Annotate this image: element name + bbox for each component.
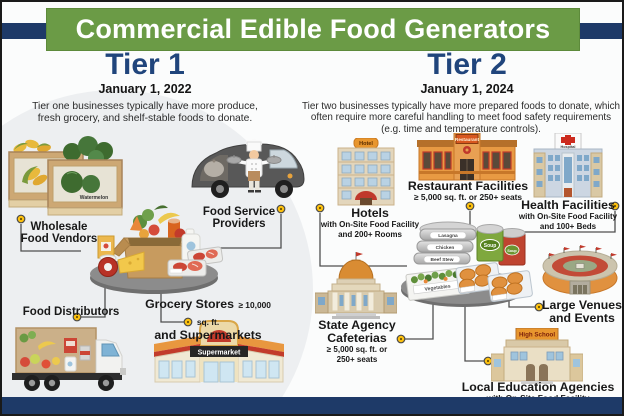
tier2-date: January 1, 2024: [420, 82, 514, 96]
svg-text:Beef Stew: Beef Stew: [431, 257, 454, 263]
svg-text:Watermelon: Watermelon: [80, 195, 108, 201]
stadium-icon: [539, 244, 621, 299]
dot-food-service: [276, 204, 286, 214]
page-title: Commercial Edible Food Generators: [75, 14, 551, 44]
svg-text:Soup: Soup: [507, 249, 517, 253]
svg-text:Lasagna: Lasagna: [438, 233, 458, 239]
stacked-trays: Lasagna Chicken Beef Stew: [413, 221, 477, 265]
label-hotels: Hotels with On-Site Food Facility and 20…: [320, 206, 420, 239]
hospital-building-icon: Hospital: [531, 132, 605, 200]
dot-wholesale: [16, 214, 26, 224]
stadium-flags: [548, 245, 617, 259]
delivery-truck-icon: [8, 322, 130, 394]
tier1-header: Tier 1 January 1, 2022: [20, 48, 270, 97]
label-state-agency-cafeterias: State Agency Cafeterias ≥ 5,000 sq. ft. …: [318, 318, 396, 364]
truck-food-mural: [19, 331, 91, 372]
restaurant-building-icon: Restaurant: [417, 132, 517, 181]
corn-pile: [13, 139, 51, 153]
label-large-venues-events: Large Venues and Events: [542, 298, 622, 326]
connector-health: [512, 211, 616, 233]
connector-grocery: [160, 288, 185, 323]
svg-text:Hotel: Hotel: [359, 141, 373, 147]
label-grocery-stores: Grocery Stores ≥ 10,000 sq. ft. and Supe…: [145, 297, 271, 343]
svg-text:Vegetables: Vegetables: [424, 284, 451, 293]
label-food-distributors: Food Distributors: [22, 306, 120, 318]
tier2-description: Tier two businesses typically have more …: [302, 101, 620, 135]
prepared-food-platform-icon: Lasagna Chicken Beef Stew Soup Soup: [399, 217, 536, 311]
svg-text:Supermarket: Supermarket: [198, 350, 241, 357]
school-building-icon: High School: [490, 327, 584, 386]
label-food-service-providers: Food Service Providers: [202, 206, 276, 231]
produce-in-box: [130, 205, 186, 240]
svg-text:High School: High School: [519, 332, 555, 339]
label-health-facilities: Health Facilities with On-Site Food Faci…: [518, 198, 618, 231]
grocery-box-platform-icon: [88, 194, 224, 296]
capitol-building-icon: [314, 251, 398, 320]
svg-text:Soup: Soup: [484, 243, 497, 249]
soup-cans: Soup Soup: [476, 224, 526, 266]
dot-health: [610, 201, 620, 211]
tier2-header: Tier 2 January 1, 2024: [342, 48, 592, 97]
dot-venues: [534, 302, 544, 312]
tier1-title: Tier 1: [105, 48, 185, 81]
melon-pile: [63, 136, 113, 166]
connector-wholesale: [20, 224, 81, 252]
connector-local-ed: [464, 299, 484, 362]
supermarket-building-icon: Supermarket: [153, 320, 285, 384]
title-banner: Commercial Edible Food Generators: [46, 8, 580, 51]
dot-hotels: [315, 203, 325, 213]
label-restaurant-facilities: Restaurant Facilities ≥ 5,000 sq. ft. or…: [407, 179, 529, 203]
dot-restaurant: [465, 201, 475, 211]
svg-text:Hospital: Hospital: [561, 145, 576, 149]
dot-state: [396, 334, 406, 344]
tier2-title: Tier 2: [427, 48, 507, 81]
tier1-description: Tier one businesses typically have more …: [32, 101, 258, 124]
vegetable-tray: Vegetables: [405, 266, 471, 301]
bread-tray-2: [487, 270, 533, 303]
chef-figure: [226, 138, 282, 193]
tier1-date: January 1, 2022: [98, 82, 192, 96]
hotel-building-icon: Hotel: [333, 137, 399, 209]
connector-state: [405, 298, 434, 340]
catering-van-icon: [186, 137, 314, 205]
connector-food-distributors: [81, 288, 106, 318]
label-wholesale-food-vendors: Wholesale Food Vendors: [20, 221, 98, 246]
dot-food-distributors: [72, 312, 82, 322]
dot-grocery: [183, 317, 193, 327]
bottom-navy-stripe: [2, 397, 622, 414]
connector-food-service: [217, 214, 282, 249]
connector-hotels: [319, 213, 407, 267]
svg-text:Restaurant: Restaurant: [455, 137, 479, 142]
produce-crates-icon: Corn Watermelon: [6, 136, 124, 218]
svg-text:Chicken: Chicken: [436, 245, 455, 251]
